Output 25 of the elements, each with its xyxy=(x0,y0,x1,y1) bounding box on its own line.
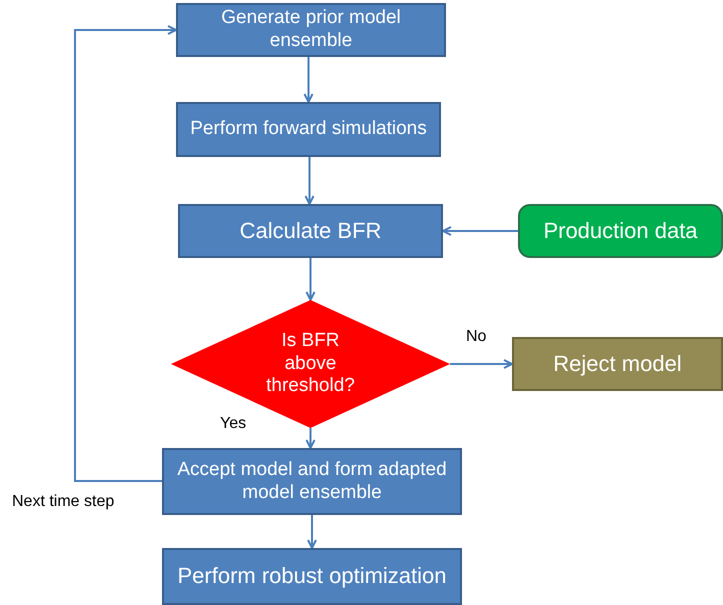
reject-box xyxy=(512,337,723,391)
arrow xyxy=(306,258,316,301)
node-text: Calculate BFR xyxy=(240,218,382,244)
arrow xyxy=(304,157,314,205)
arrow xyxy=(307,515,317,549)
arrow xyxy=(304,57,314,103)
node-text: Perform robust optimization xyxy=(178,563,446,590)
arrow xyxy=(442,226,518,236)
arrow xyxy=(306,428,316,449)
node-text: Generate prior model ensemble xyxy=(220,7,402,53)
process-box xyxy=(176,102,441,157)
process-box xyxy=(178,204,443,258)
process-box xyxy=(162,548,462,605)
edge-label: Next time step xyxy=(10,492,116,512)
decision-diamond xyxy=(171,300,450,428)
arrow xyxy=(450,359,513,369)
node-text: Reject model xyxy=(553,350,682,378)
node-text: Production data xyxy=(543,218,698,244)
node-text: Accept model and form adapted model ensemble xyxy=(176,458,448,504)
data-box xyxy=(518,204,723,258)
process-box xyxy=(176,3,446,57)
node-text: Is BFR above threshold? xyxy=(265,330,356,398)
node-text: Perform forward simulations xyxy=(190,118,427,141)
arrow xyxy=(74,25,177,482)
process-box xyxy=(162,448,462,515)
